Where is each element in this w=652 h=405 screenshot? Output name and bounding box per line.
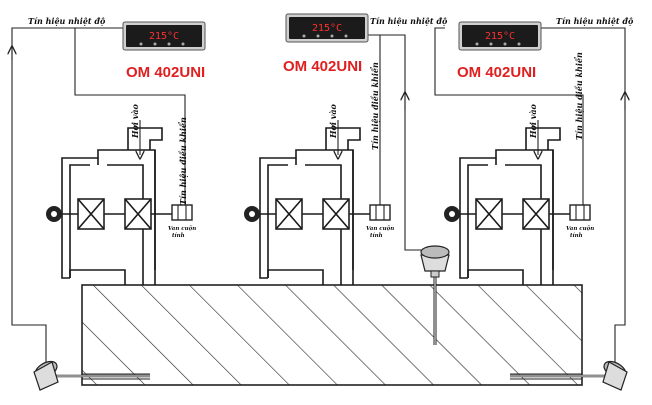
solenoid-label-left-2: tính (172, 232, 185, 239)
steam-in-label-middle: Hơi vào (328, 103, 338, 139)
temp-signal-label-left: Tín hiệu nhiệt độ (28, 16, 106, 26)
tank (81, 284, 583, 386)
control-signal-label-right: Tín hiệu điều khiển (574, 52, 584, 140)
model-label-left: OM 402UNI (126, 64, 205, 81)
steam-valve-assembly (46, 120, 193, 285)
temperature-sensor-left (33, 360, 150, 391)
control-signal-label-middle: Tín hiệu điều khiển (370, 62, 380, 150)
model-label-middle: OM 402UNI (283, 58, 362, 75)
solenoid-label-middle-1: Van cuộn (366, 225, 394, 232)
steam-in-label-left: Hơi vào (130, 103, 140, 139)
temperature-probe-middle (420, 245, 450, 345)
solenoid-label-left-1: Van cuộn (168, 225, 196, 232)
temp-signal-label-middle: Tín hiệu nhiệt độ (370, 16, 448, 26)
temperature-sensor-right (510, 360, 628, 391)
temp-signal-label-right: Tín hiệu nhiệt độ (556, 16, 634, 26)
solenoid-label-middle-2: tính (370, 232, 383, 239)
steam-in-label-right: Hơi vào (528, 103, 538, 139)
display-readout: 215°C (312, 23, 342, 34)
controller-middle: 215°C (285, 13, 369, 43)
display-readout: 215°C (149, 31, 179, 42)
solenoid-label-right-1: Van cuộn (566, 225, 594, 232)
control-signal-label-left: Tín hiệu điều khiển (178, 117, 188, 205)
controller-left: 215°C (122, 21, 206, 51)
solenoid-label-right-2: tính (570, 232, 583, 239)
display-readout: 215°C (485, 31, 515, 42)
controller-right: 215°C (458, 21, 542, 51)
model-label-right: OM 402UNI (457, 64, 536, 81)
